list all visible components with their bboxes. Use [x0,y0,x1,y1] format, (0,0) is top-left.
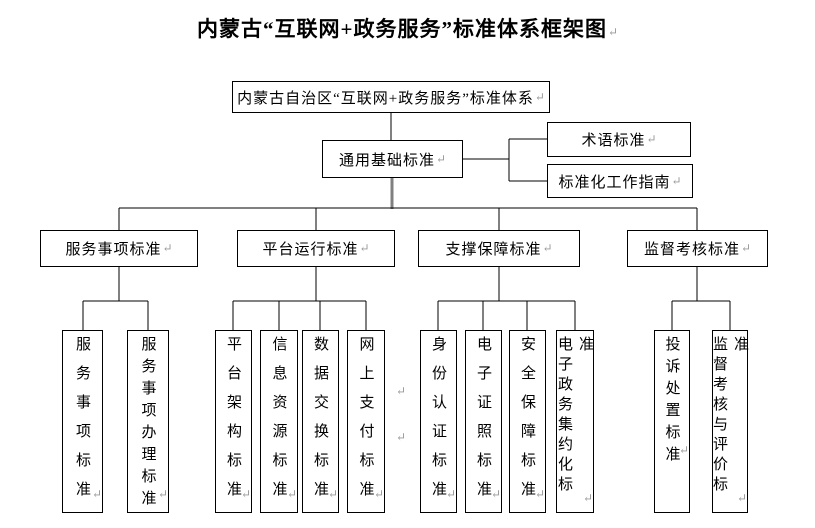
node-terminology: 术语标准↵ [547,122,691,157]
node-standardization-guide: 标准化工作指南↵ [547,164,693,198]
paragraph-mark: ↵ [157,487,168,501]
paragraph-mark: ↵ [582,491,593,505]
node-electronic-license-standard-label: 电子证照标准 [475,336,491,510]
paragraph-mark: ↵ [490,487,501,501]
paragraph-mark: ↵ [740,241,752,255]
node-service-item-handling-standard: 服务事项办理标准 ↵ [127,330,169,513]
paragraph-mark: ↵ [359,241,370,255]
paragraph-mark: ↵ [327,487,338,501]
node-data-exchange-standard-label: 数据交换标准 [312,336,328,510]
paragraph-mark: ↵ [396,384,407,398]
node-service-item-handling-standard-label: 服务事项办理标准 [139,336,156,512]
node-identity-authentication-standard-label: 身份认证标准 [430,336,446,510]
paragraph-mark: ↵ [162,241,173,255]
paragraph-mark: ↵ [373,487,384,501]
node-electronic-license-standard: 电子证照标准 ↵ [465,330,502,513]
node-branch-supervision-assessment: 监督考核标准↵ [627,230,768,267]
node-egov-intensification-standard-label: 电子政务集约化标准 [556,336,593,496]
node-branch-service-items: 服务事项标准↵ [40,230,198,267]
node-branch-support-guarantee: 支撑保障标准↵ [418,230,580,267]
paragraph-mark: ↵ [646,132,657,146]
node-standardization-guide-label: 标准化工作指南 [558,174,671,191]
node-terminology-label: 术语标准 [581,133,646,149]
node-security-guarantee-standard: 安全保障标准 ↵ [509,330,546,513]
diagram-title-text: 内蒙古“互联网+政务服务”标准体系框架图 [196,17,607,41]
node-service-item-standard-label: 服务事项标准 [74,336,90,510]
node-platform-architecture-standard: 平台架构标准 ↵ [215,330,252,513]
node-data-exchange-standard: 数据交换标准 ↵ [302,330,339,513]
node-branch-supervision-assessment-label: 监督考核标准 [643,242,740,258]
node-branch-service-items-label: 服务事项标准 [65,242,162,258]
node-supervision-evaluation-standard: 监督考核与评价标准 ↵ [711,330,748,513]
paragraph-mark: ↵ [542,241,553,255]
node-root-label: 内蒙古自治区“互联网+政务服务”标准体系 [237,90,534,107]
paragraph-mark: ↵ [678,443,689,457]
node-online-payment-standard-label: 网上支付标准 [357,336,374,510]
paragraph-mark: ↵ [534,487,545,501]
paragraph-mark: ↵ [286,487,297,501]
node-complaint-handling-standard: 投诉处置标准 ↵ [654,330,690,513]
node-identity-authentication-standard: 身份认证标准 ↵ [420,330,457,513]
node-root: 内蒙古自治区“互联网+政务服务”标准体系↵ [232,81,550,113]
paragraph-mark: ↵ [607,25,619,39]
paragraph-mark: ↵ [534,89,545,104]
node-branch-support-guarantee-label: 支撑保障标准 [445,242,542,258]
paragraph-mark: ↵ [671,173,682,188]
node-supervision-evaluation-standard-label: 监督考核与评价标准 [711,336,748,496]
paragraph-mark: ↵ [736,491,747,505]
node-complaint-handling-standard-label: 投诉处置标准 [663,336,680,468]
paragraph-mark: ↵ [396,430,407,444]
paragraph-mark: ↵ [435,151,447,166]
node-egov-intensification-standard: 电子政务集约化标准 ↵ [556,330,594,513]
paragraph-mark: ↵ [91,487,102,501]
node-security-guarantee-standard-label: 安全保障标准 [519,336,535,510]
diagram-title: 内蒙古“互联网+政务服务”标准体系框架图↵ [0,13,815,43]
node-service-item-standard: 服务事项标准 ↵ [62,330,103,513]
node-information-resource-standard: 信息资源标准 ↵ [260,330,298,513]
node-branch-platform-operation: 平台运行标准↵ [237,230,395,267]
node-platform-architecture-standard-label: 平台架构标准 [225,336,241,510]
node-general-basic-label: 通用基础标准 [338,152,435,169]
paragraph-mark: ↵ [445,487,456,501]
node-information-resource-standard-label: 信息资源标准 [270,336,287,510]
paragraph-mark: ↵ [240,487,251,501]
node-general-basic: 通用基础标准↵ [322,140,463,178]
node-online-payment-standard: 网上支付标准 ↵ [347,330,385,513]
node-branch-platform-operation-label: 平台运行标准 [262,242,359,258]
